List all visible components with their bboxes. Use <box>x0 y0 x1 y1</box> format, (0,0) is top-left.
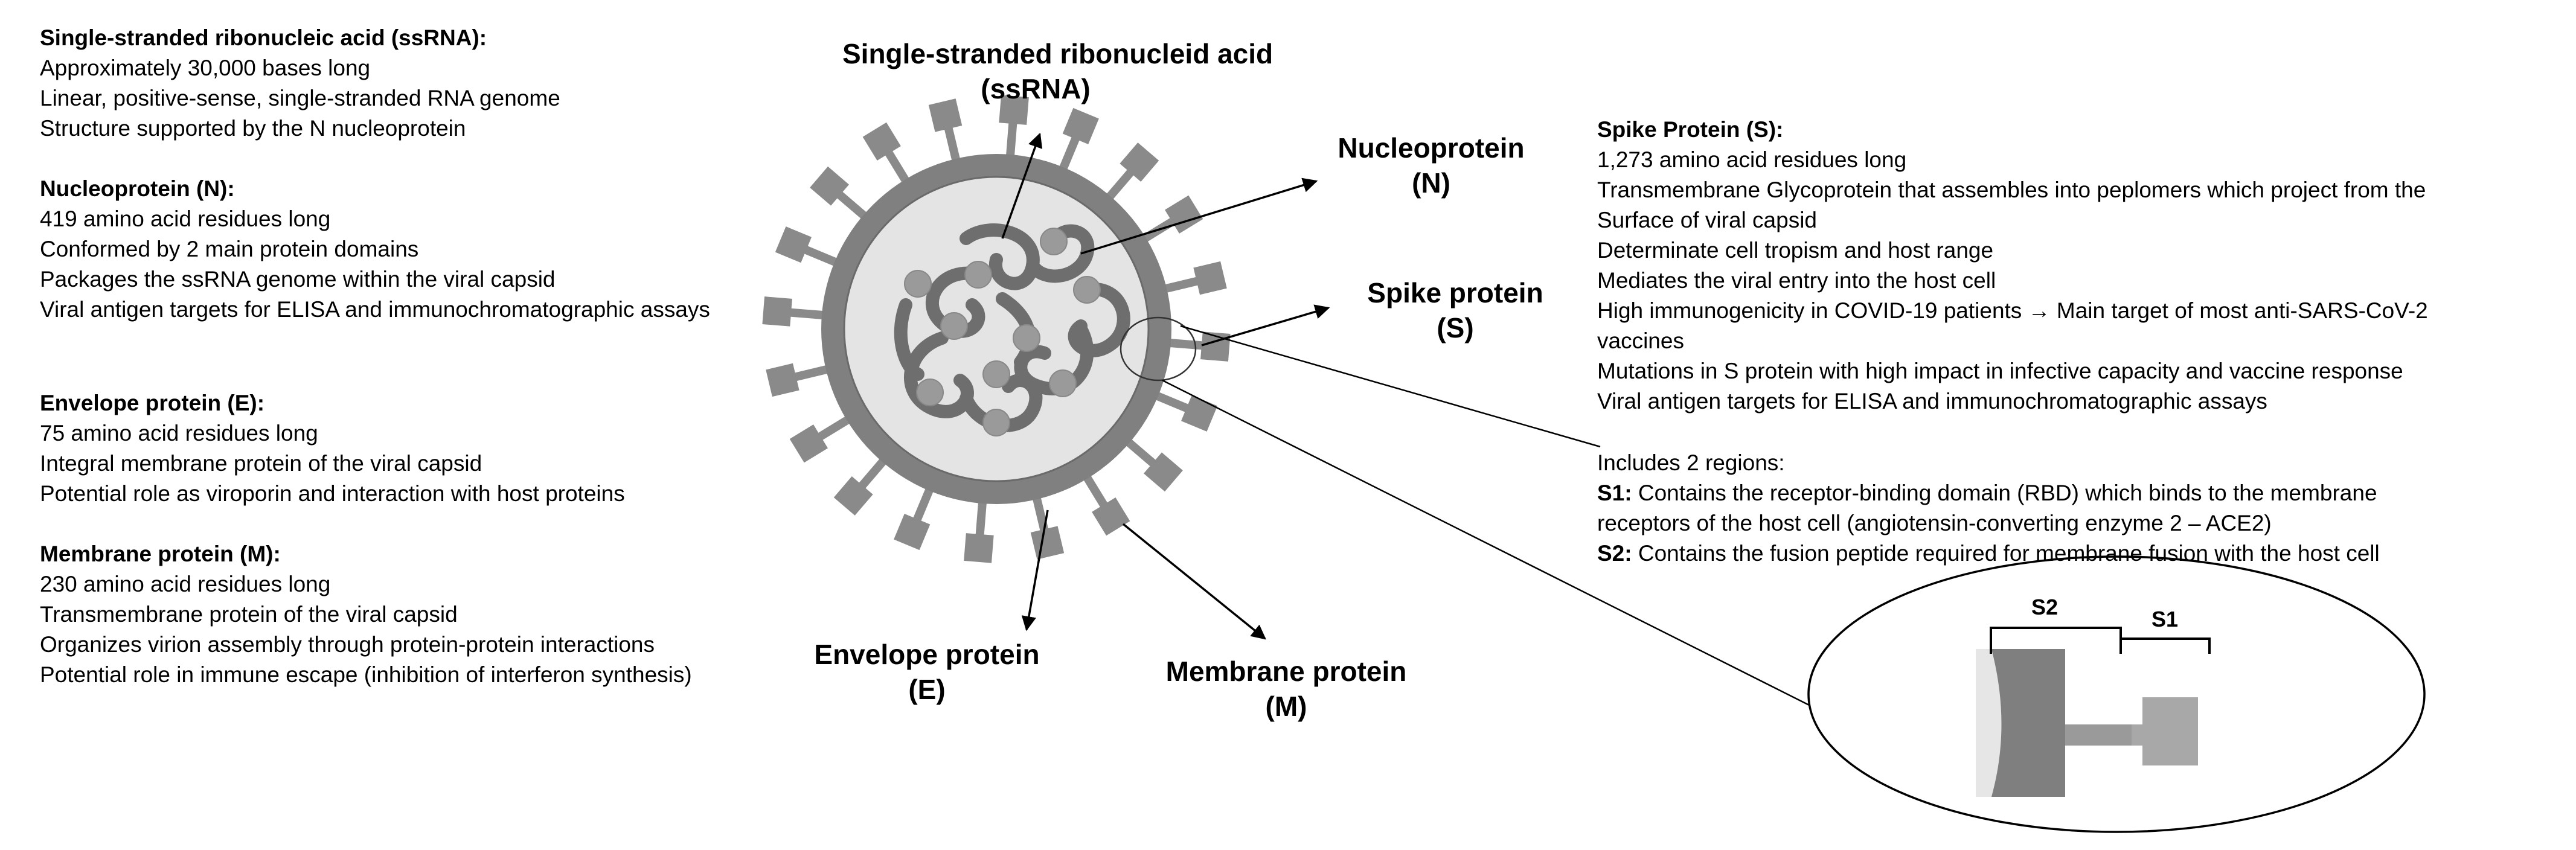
spike-line: vaccines <box>1597 328 1684 353</box>
membrane-line: Transmembrane protein of the viral capsi… <box>40 602 458 627</box>
spike-proteins <box>762 95 1231 563</box>
right-info-panel: Spike Protein (S): 1,273 amino acid resi… <box>1597 115 2428 417</box>
envelope-line: Integral membrane protein of the viral c… <box>40 451 482 476</box>
callout-spike: Spike protein(S) <box>1367 277 1543 344</box>
nucleoprotein-heading: Nucleoprotein (N): <box>40 176 235 201</box>
region-brackets <box>1990 627 2211 654</box>
envelope-line: 75 amino acid residues long <box>40 421 318 446</box>
s2-label: S2: <box>1597 541 1632 566</box>
membrane-line: Organizes virion assembly through protei… <box>40 632 655 657</box>
callout-envelope: Envelope protein(E) <box>814 639 1040 705</box>
left-info-panel: Single-stranded ribonucleic acid (ssRNA)… <box>40 23 710 325</box>
s2-zoom-label: S2 <box>2031 595 2058 619</box>
spike-zoom-view <box>1807 555 2426 833</box>
arrow-membrane <box>1122 523 1266 640</box>
callout-nucleoprotein: Nucleoprotein(N) <box>1338 132 1525 199</box>
ssrna-line: Approximately 30,000 bases long <box>40 56 371 80</box>
spike-line: Mutations in S protein with high impact … <box>1597 359 2403 383</box>
nucleoprotein-line: Packages the ssRNA genome within the vir… <box>40 267 556 292</box>
spike-line: Mediates the viral entry into the host c… <box>1597 268 1996 293</box>
s1-description-cont: receptors of the host cell (angiotensin-… <box>1597 511 2272 535</box>
s1-text: Contains the receptor-binding domain (RB… <box>1638 481 2377 505</box>
arrow-envelope <box>1021 510 1049 631</box>
callout-ssrna: Single-stranded ribonucleid acid(ssRNA) <box>842 38 1274 104</box>
s1-zoom-label: S1 <box>2151 607 2178 631</box>
arrow-ssrna <box>1001 132 1043 239</box>
ssrna-line: Structure supported by the N nucleoprote… <box>40 116 466 141</box>
spike-line: Surface of viral capsid <box>1597 208 1818 232</box>
spike-heading: Spike Protein (S): <box>1597 117 1784 142</box>
s1-bracket <box>2119 638 2211 654</box>
ssrna-line: Linear, positive-sense, single-stranded … <box>40 86 560 110</box>
spike-regions-panel: Includes 2 regions: S1: Contains the rec… <box>1597 448 2380 569</box>
spike-line: Determinate cell tropism and host range <box>1597 238 1994 263</box>
spike-line: Viral antigen targets for ELISA and immu… <box>1597 389 2267 414</box>
spike-line: Transmembrane Glycoprotein that assemble… <box>1597 177 2426 202</box>
callout-arrows <box>1001 132 1330 640</box>
s1-domain <box>2119 697 2198 765</box>
envelope-heading: Envelope protein (E): <box>40 391 265 415</box>
arrow-spike <box>1201 304 1330 347</box>
s1-description: S1: Contains the receptor-binding domain… <box>1597 478 2380 508</box>
s2-description: S2: Contains the fusion peptide required… <box>1597 538 2380 569</box>
membrane-line: 230 amino acid residues long <box>40 572 331 596</box>
s2-text: Contains the fusion peptide required for… <box>1638 541 2380 566</box>
zoom-connectors <box>1162 325 1812 708</box>
spike-line: High immunogenicity in COVID-19 patients… <box>1597 298 2428 323</box>
s1-label: S1: <box>1597 481 1632 505</box>
spike-line: 1,273 amino acid residues long <box>1597 147 1907 172</box>
callout-membrane: Membrane protein(M) <box>1165 656 1407 722</box>
membrane-heading: Membrane protein (M): <box>40 542 281 566</box>
nucleoprotein-line: 419 amino acid residues long <box>40 206 331 231</box>
s2-domain <box>1991 649 2132 797</box>
arrow-nucleoprotein <box>1080 177 1318 255</box>
regions-intro: Includes 2 regions: <box>1597 450 1785 475</box>
ssrna-heading: Single-stranded ribonucleic acid (ssRNA)… <box>40 25 487 50</box>
membrane-line: Potential role in immune escape (inhibit… <box>40 662 692 687</box>
zoom-ellipse <box>1807 555 2426 833</box>
envelope-line: Potential role as viroporin and interact… <box>40 481 625 506</box>
envelope-outline <box>843 176 1150 482</box>
nucleoprotein-line: Viral antigen targets for ELISA and immu… <box>40 297 710 322</box>
spike-highlight-ellipse <box>1120 316 1197 382</box>
nucleoprotein-line: Conformed by 2 main protein domains <box>40 237 419 261</box>
nucleoproteins <box>904 228 1101 436</box>
left-info-panel-lower: Envelope protein (E): 75 amino acid resi… <box>40 388 692 690</box>
